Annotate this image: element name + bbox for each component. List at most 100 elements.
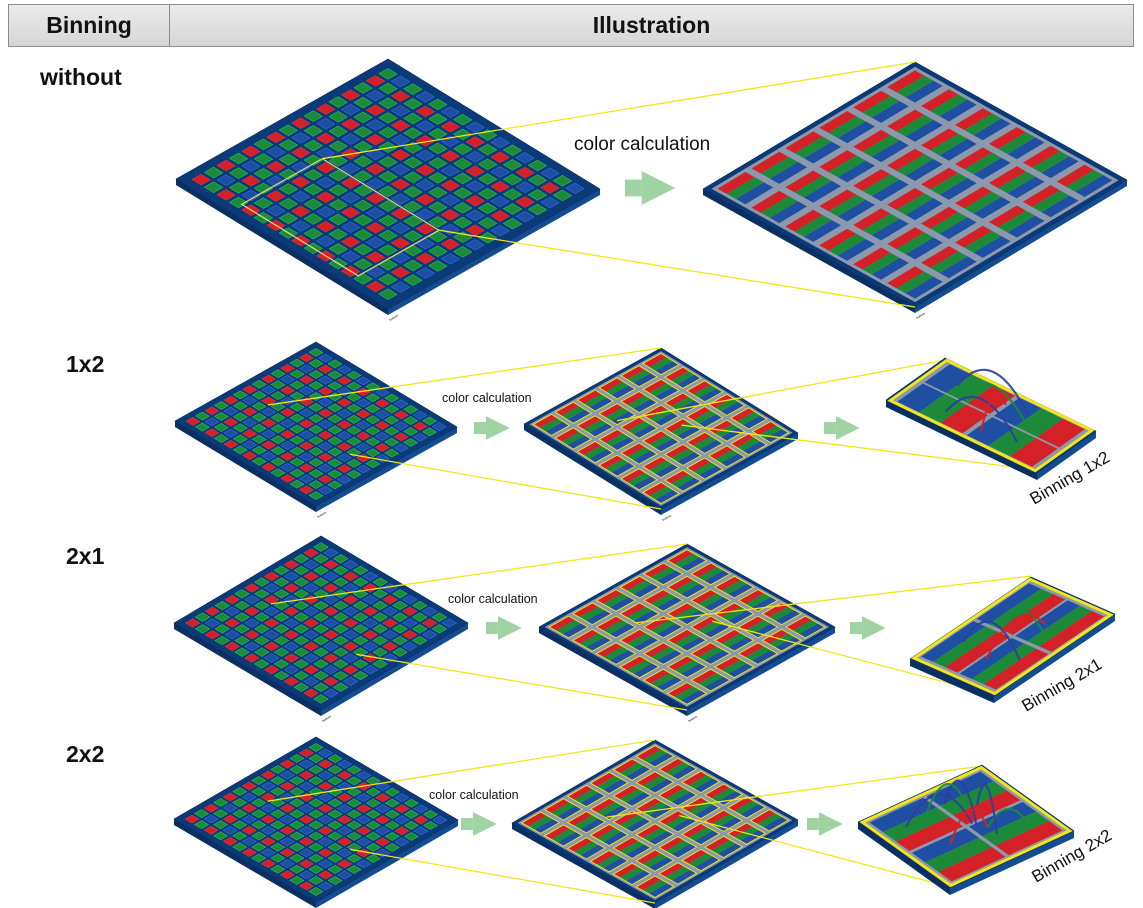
sensor-2x1-pixel bbox=[254, 659, 270, 669]
result-1x2-side-left bbox=[886, 400, 1037, 480]
sensor-1x2-pixel bbox=[251, 434, 267, 444]
right-arrow-icon bbox=[824, 416, 860, 440]
calc-1x2-stripe bbox=[643, 456, 667, 471]
calc-2x2-stripe bbox=[704, 810, 730, 825]
sensor-1x2-pixel bbox=[242, 451, 258, 460]
calc-without-stripe bbox=[828, 155, 866, 178]
sensor-2x2-pixel bbox=[279, 848, 295, 857]
calc-without-stripe bbox=[896, 114, 934, 137]
sensor-1x2-pixel bbox=[261, 451, 277, 461]
sensor-2x2-pixel bbox=[222, 792, 238, 802]
sensor-2x1-pixel bbox=[382, 595, 398, 605]
sensor-1x2-pixel bbox=[355, 420, 371, 430]
sensor-2x2-pixel bbox=[213, 831, 229, 841]
sensor-2x2-pixel bbox=[279, 770, 295, 780]
sensor-without-pixel bbox=[378, 141, 398, 153]
sensor-2x1-pixel bbox=[293, 659, 310, 669]
sensor-without-pixel bbox=[415, 223, 436, 235]
calc-1x2-stripe bbox=[561, 431, 586, 446]
calc-without-stripe bbox=[853, 90, 891, 113]
sensor-1x2-pixel bbox=[270, 391, 286, 400]
sensor-2x2-pixel bbox=[413, 826, 429, 836]
calc-1x2-stripe bbox=[664, 470, 689, 484]
calc-2x1-stripe bbox=[633, 663, 660, 678]
sensor-2x2-pixel bbox=[337, 837, 353, 847]
sensor-without-pixel bbox=[291, 220, 311, 232]
calc-without-stripe bbox=[896, 75, 934, 98]
result-2x2-stripe bbox=[953, 790, 1021, 825]
right-arrow-icon-head bbox=[485, 416, 510, 440]
sensor-2x1-pixel bbox=[313, 600, 329, 611]
calc-2x1-stripe bbox=[579, 606, 606, 621]
sensor-1x2-pixel bbox=[346, 370, 362, 380]
calc-2x2-cell-outline bbox=[612, 836, 652, 860]
sensor-2x1-pixel bbox=[352, 624, 369, 634]
sensor-2x1-pixel bbox=[352, 577, 369, 587]
calc-1x2-cell-outline bbox=[686, 405, 724, 429]
result-2x2-side-left bbox=[858, 822, 950, 895]
calc-1x2-cell-outline bbox=[707, 445, 746, 468]
sensor-without-pixel bbox=[328, 140, 348, 152]
sensor-without-pixel bbox=[415, 208, 436, 220]
sensor-1x2-pixel bbox=[308, 458, 324, 467]
sensor-2x2-pixel bbox=[346, 865, 362, 874]
sensor-without-pixel bbox=[378, 273, 398, 286]
calc-2x1-stripe bbox=[697, 672, 724, 688]
sensor-without-pixel bbox=[340, 192, 361, 204]
calc-without-stripe bbox=[837, 160, 875, 183]
sensor-without-pixel bbox=[365, 75, 386, 87]
sensor-without-pixel bbox=[477, 173, 498, 185]
sensor-1x2-pixel bbox=[318, 353, 333, 363]
sensor-1x2-pixel bbox=[374, 388, 390, 397]
sensor-2x1-pixel bbox=[234, 635, 250, 646]
sensor-1x2-pixel bbox=[336, 398, 352, 407]
sensor-1x2-pixel bbox=[393, 443, 409, 453]
sensor-2x1-pixel bbox=[411, 624, 428, 634]
sensor-2x1-pixel bbox=[184, 618, 201, 628]
calc-2x2-stripe bbox=[648, 778, 674, 794]
calc-2x2-stripe bbox=[688, 800, 714, 816]
sensor-1x2-pixel bbox=[289, 380, 305, 390]
sensor-1x2-pixel bbox=[346, 414, 362, 424]
sensor-2x2-pixel bbox=[279, 815, 295, 824]
sensor-without-pixel bbox=[328, 169, 348, 182]
sensor-2x1-pixel bbox=[313, 671, 329, 681]
sensor-1x2-pixel bbox=[318, 485, 333, 495]
sensor-2x1-pixel bbox=[283, 676, 300, 686]
sensor-2x1-pixel bbox=[313, 542, 329, 552]
sensor-1x2-pixel bbox=[232, 445, 248, 455]
calc-2x2-stripe bbox=[665, 788, 691, 803]
sensor-without-pixel bbox=[266, 131, 286, 143]
calc-2x2-stripe bbox=[636, 745, 662, 760]
sensor-without-pixel bbox=[328, 125, 348, 138]
calc-2x1-stripe bbox=[704, 676, 731, 691]
sensor-2x1-pixel bbox=[293, 635, 310, 646]
sensor-2x1-pixel bbox=[293, 682, 310, 692]
calc-2x2-stripe bbox=[596, 775, 622, 791]
sensor-without-pixel bbox=[403, 230, 423, 242]
sensor-1x2-pixel bbox=[431, 422, 447, 431]
sensor-2x1-pixel bbox=[303, 630, 319, 640]
calc-2x1-stripe bbox=[697, 566, 724, 582]
sensor-without-pixel bbox=[390, 134, 411, 146]
sensor-1x2-pixel bbox=[251, 423, 267, 433]
calc-1x2-stripe bbox=[633, 424, 658, 439]
sensor-2x2-pixel bbox=[413, 815, 429, 825]
calc-2x1-stripe bbox=[667, 549, 694, 565]
result-1x2-stripe bbox=[1037, 418, 1085, 448]
sensor-2x1-top bbox=[173, 535, 469, 711]
sensor-2x1-pixel bbox=[273, 624, 290, 634]
calc-without-stripe bbox=[828, 116, 866, 139]
calc-1x2-stripe bbox=[545, 421, 570, 436]
calc-2x1-stripe bbox=[798, 623, 825, 638]
sensor-without-pixel bbox=[253, 153, 274, 165]
calc-without-stripe bbox=[794, 214, 832, 237]
sensor-2x1-pixel bbox=[411, 635, 428, 646]
calc-2x2-cell-outline bbox=[681, 848, 721, 872]
calc-2x1-stripe bbox=[691, 642, 718, 658]
calc-2x2-stripe bbox=[590, 850, 616, 865]
sensor-1x2-pixel bbox=[242, 407, 258, 416]
calc-1x2-stripe bbox=[621, 365, 646, 380]
sensor-2x2-pixel bbox=[270, 787, 286, 797]
sensor-without-pixel bbox=[266, 205, 286, 217]
